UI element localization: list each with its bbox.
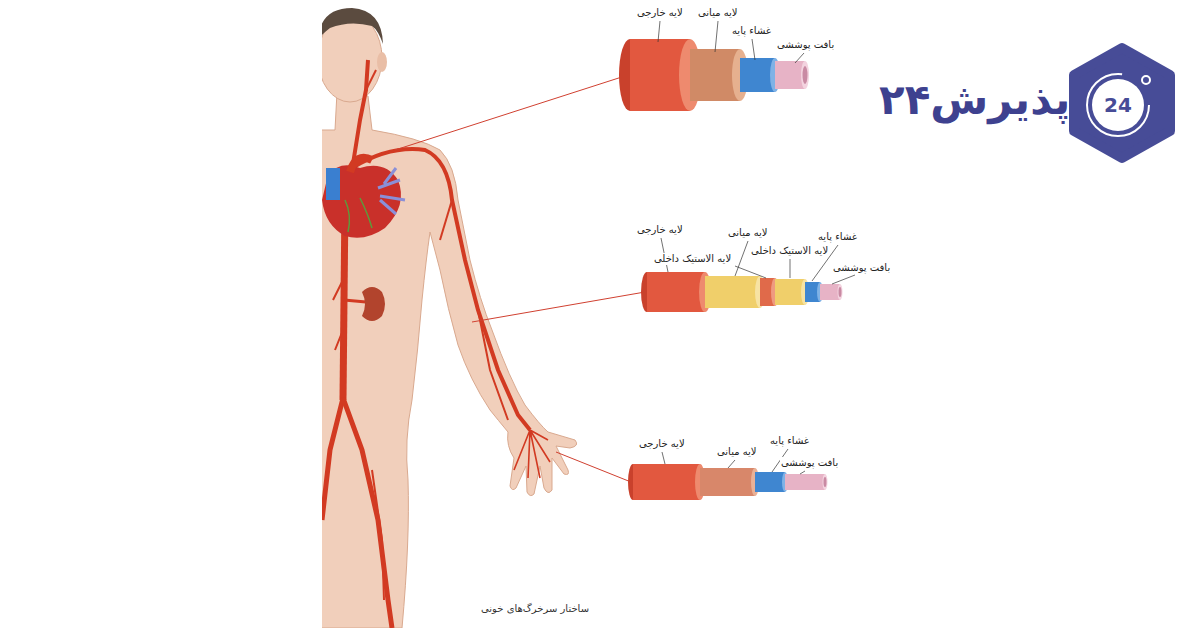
artery-section: [628, 464, 828, 500]
part-label: لایه میانی: [716, 446, 758, 458]
part-label: لایه خارجی: [636, 7, 684, 19]
part-label: لایه الاستیک داخلی: [750, 245, 829, 257]
part-label: لایه میانی: [727, 227, 769, 239]
part-label: بافت پوششی: [832, 262, 891, 274]
part-label: لایه خارجی: [636, 224, 684, 236]
part-label: لایه خارجی: [638, 438, 686, 450]
part-label: لایه الاستیک داخلی: [653, 253, 732, 265]
figure-caption: ساختار سرخرگ‌های خونی: [481, 603, 589, 615]
part-label: لایه میانی: [697, 7, 739, 19]
human-body: [322, 8, 577, 628]
brand-name: پذیرش۲۴: [879, 75, 1070, 125]
part-label: غشاء پایه: [817, 231, 858, 243]
logo-badge: 24: [1066, 42, 1178, 164]
logo-number: 24: [1104, 93, 1132, 117]
part-label: غشاء پایه: [769, 435, 810, 447]
part-label: بافت پوششی: [780, 457, 839, 469]
part-label: غشاء پایه: [731, 25, 772, 37]
artery-section: [641, 272, 843, 312]
part-label: بافت پوششی: [776, 39, 835, 51]
leader-lines: [658, 21, 855, 474]
